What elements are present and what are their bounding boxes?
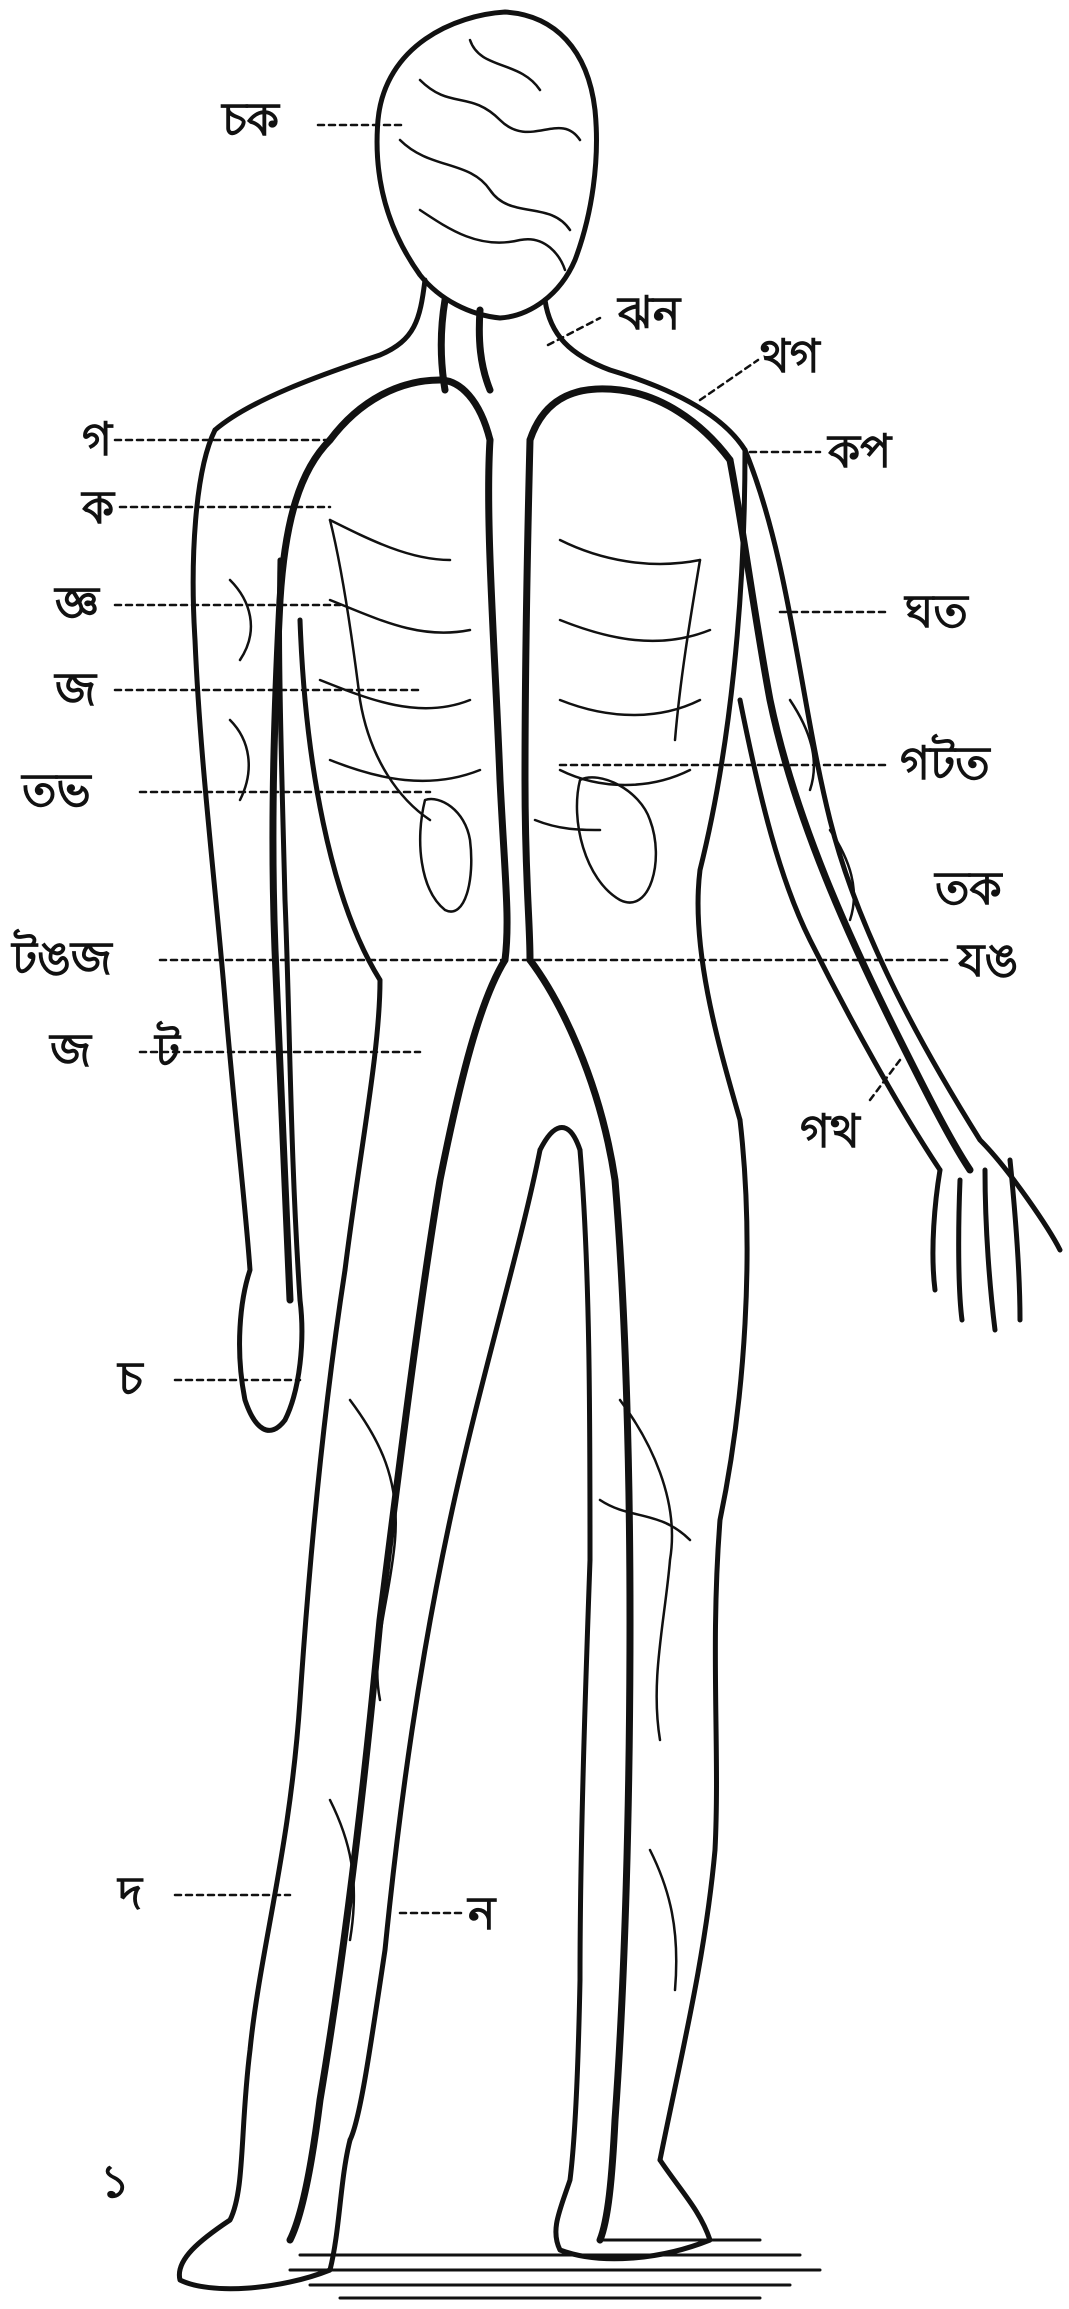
floor-shadow	[290, 2240, 820, 2298]
label-head: চক	[222, 96, 279, 142]
label-hip-1: টঙজ	[12, 935, 112, 981]
label-forearm: যঙ	[958, 937, 1018, 983]
label-forearm-top: তক	[935, 865, 1002, 911]
label-foot: ১	[100, 2158, 130, 2204]
label-left-3: জ্ঞ	[55, 580, 99, 626]
label-forearm-low: গথ	[800, 1108, 860, 1154]
label-leg: দ	[118, 1870, 142, 1916]
label-hand: চ	[118, 1355, 143, 1401]
label-hip-2a: জ	[50, 1027, 91, 1073]
label-left-4: জ	[55, 666, 96, 712]
label-shoulder: কপ	[828, 428, 891, 474]
label-shoulder-top: থগ	[760, 333, 820, 379]
label-left-5: তভ	[22, 767, 91, 813]
body-outline	[179, 12, 1060, 2289]
label-arm-upper: ঘত	[905, 588, 968, 634]
label-abdomen: গটত	[900, 740, 990, 786]
label-neck: ঝন	[618, 290, 680, 336]
label-left-1: গ	[82, 416, 112, 462]
label-hip-2b: ট	[155, 1027, 180, 1073]
leader-lines	[115, 125, 950, 1913]
label-leg-right: ন	[468, 1890, 495, 1936]
label-left-2: ক	[82, 484, 114, 530]
vessels	[273, 300, 970, 2240]
